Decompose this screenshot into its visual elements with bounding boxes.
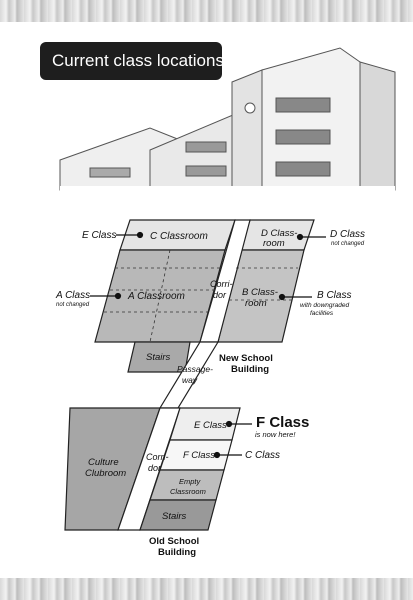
- b-classroom-label-1: B Class-: [242, 287, 278, 298]
- new-building-dividers: [104, 249, 298, 343]
- old-building-label-2: Building: [158, 547, 196, 558]
- new-school-building: [94, 219, 315, 409]
- callout-lines: [90, 231, 326, 459]
- wood-frame-top: [0, 0, 413, 22]
- title-banner: Current class locations: [40, 42, 224, 80]
- a-class-note: not changed: [56, 302, 90, 308]
- b-classroom-label-2: room: [245, 298, 267, 309]
- d-class-callout: D Class: [330, 229, 365, 240]
- wood-frame-bottom: [0, 578, 413, 600]
- empty-classroom-label-1: Empty: [179, 477, 202, 486]
- d-class-note: not changed: [331, 241, 365, 247]
- corridor-old-label-2: dor: [148, 463, 162, 473]
- b-class-callout: B Class: [317, 290, 351, 301]
- f-class-old-label: F Class: [183, 450, 215, 461]
- culture-clubroom-label-1: Culture: [88, 457, 119, 468]
- d-classroom-label-1: D Class-: [261, 228, 297, 239]
- a-class-callout: A Class: [55, 290, 90, 301]
- stairs-new-label: Stairs: [146, 352, 171, 363]
- stairs-old-label: Stairs: [162, 511, 187, 522]
- page-title: Current class locations: [52, 51, 224, 70]
- new-building-label-2: Building: [231, 364, 269, 375]
- a-classroom-label: A Classroom: [127, 291, 185, 302]
- d-classroom-label-2: room: [263, 238, 285, 249]
- culture-clubroom-label-2: Clubroom: [85, 468, 126, 479]
- c-class-callout: C Class: [245, 450, 280, 461]
- corridor-new-label-1: Corri-: [210, 279, 233, 289]
- corridor-new-label-2: dor: [213, 290, 227, 300]
- passageway-label-2: way: [182, 375, 198, 385]
- f-class-callout: F Class: [256, 414, 309, 431]
- old-building-label-1: Old School: [149, 536, 199, 547]
- empty-classroom-label-2: Classroom: [170, 487, 206, 496]
- passageway-label-1: Passage-: [177, 364, 213, 374]
- c-classroom-label: C Classroom: [150, 231, 208, 242]
- b-class-note-1: with downgraded: [300, 302, 350, 309]
- old-school-building: [64, 407, 241, 531]
- school-building-illustration: [59, 47, 396, 194]
- e-class-old-label: E Class: [194, 420, 227, 431]
- new-building-label-1: New School: [219, 353, 273, 364]
- corridor-old-label-1: Corri-: [146, 452, 169, 462]
- stairs-old-room: [139, 499, 217, 531]
- f-class-note: is now here!: [255, 430, 296, 439]
- b-class-note-2: facilities: [310, 310, 334, 317]
- e-class-callout: E Class: [82, 230, 116, 241]
